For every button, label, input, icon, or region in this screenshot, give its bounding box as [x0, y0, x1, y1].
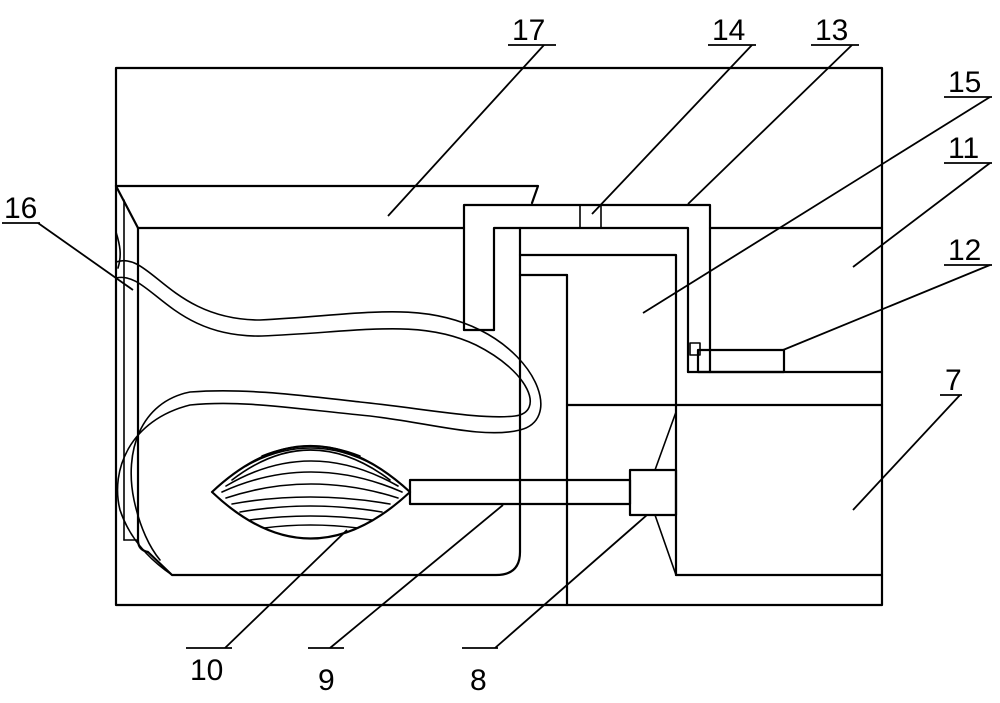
- svg-text:9: 9: [318, 664, 335, 697]
- svg-text:11: 11: [948, 132, 979, 165]
- inner-tank: [138, 228, 520, 575]
- svg-text:10: 10: [190, 654, 223, 687]
- label-9: 9: [308, 648, 344, 697]
- label-14: 14: [708, 14, 756, 47]
- svg-text:8: 8: [470, 664, 487, 697]
- svg-text:12: 12: [948, 234, 981, 267]
- label-13: 13: [811, 14, 859, 47]
- part-12: [688, 343, 882, 372]
- svg-text:17: 17: [512, 14, 545, 47]
- svg-text:14: 14: [712, 14, 745, 47]
- label-7: 7: [940, 364, 962, 397]
- leader-lines: [38, 45, 990, 648]
- label-15: 15: [944, 66, 992, 99]
- label-17: 17: [508, 14, 556, 47]
- svg-text:15: 15: [948, 66, 981, 99]
- hopper-17: [116, 186, 538, 228]
- label-8: 8: [462, 648, 498, 697]
- hose-16: [116, 232, 541, 575]
- motor-7: [630, 405, 882, 575]
- pipe-13-14: [464, 205, 710, 372]
- outer-housing: [116, 68, 882, 605]
- coupling-8: [630, 470, 676, 515]
- svg-text:16: 16: [4, 192, 37, 225]
- label-12: 12: [944, 234, 992, 267]
- label-10: 10: [186, 648, 232, 687]
- svg-text:13: 13: [815, 14, 848, 47]
- label-11: 11: [944, 132, 992, 165]
- column-15: [520, 255, 882, 605]
- svg-text:7: 7: [945, 364, 962, 397]
- label-16: 16: [2, 192, 40, 225]
- mixer-head-10: [212, 446, 410, 539]
